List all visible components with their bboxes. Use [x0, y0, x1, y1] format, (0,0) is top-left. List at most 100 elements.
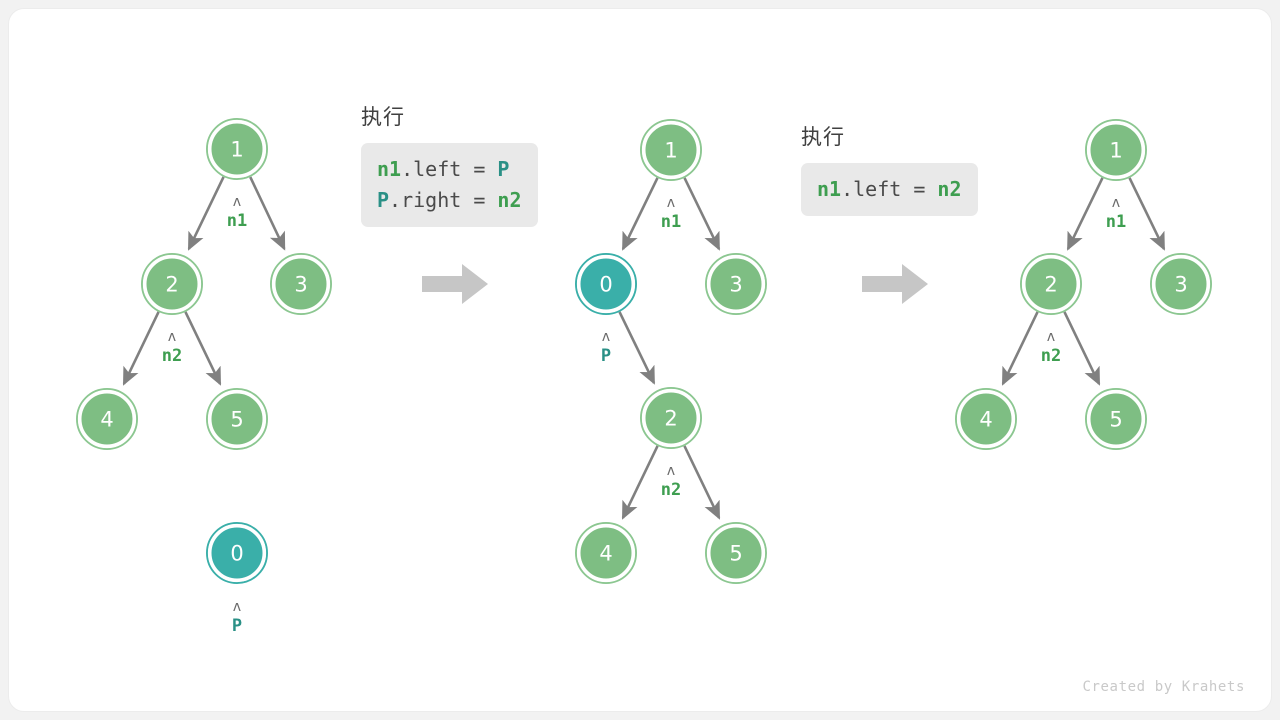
tree-node: 3 — [270, 253, 332, 315]
code-line: n1.left = P — [377, 154, 522, 185]
pointer-label: ʌn2 — [1041, 329, 1061, 366]
node-fill — [1090, 393, 1142, 445]
tree-edge — [249, 176, 286, 251]
pointer-caret-icon: ʌ — [667, 463, 675, 479]
node-gap-ring — [1151, 254, 1211, 314]
tree-node: 2 — [141, 253, 203, 315]
tree-edge — [618, 311, 656, 385]
tree-edge — [1001, 311, 1039, 386]
node-gap-ring — [207, 523, 267, 583]
code-block-step-1: n1.left = P P.right = n2 — [361, 143, 538, 227]
tree-node: 4 — [955, 388, 1017, 450]
code-panel-step-2: 执行 n1.left = n2 — [801, 121, 978, 216]
tree-edge — [621, 177, 659, 251]
node-value: 2 — [1044, 273, 1057, 297]
node-value: 3 — [294, 273, 307, 297]
node-fill — [211, 527, 263, 579]
panel-title-step-2: 执行 — [801, 125, 845, 149]
code-token-plain: .left = — [401, 157, 498, 181]
tree-node: 1 — [206, 118, 268, 180]
node-value: 5 — [1109, 408, 1122, 432]
pointer-name: n1 — [1106, 212, 1126, 232]
node-outer-ring — [705, 522, 767, 584]
tree-node: 1 — [640, 119, 702, 181]
node-gap-ring — [77, 389, 137, 449]
pointer-name: n2 — [661, 480, 681, 500]
pointer-name: P — [601, 346, 611, 366]
pointer-caret-icon: ʌ — [1112, 195, 1120, 211]
node-fill — [81, 393, 133, 445]
node-gap-ring — [1021, 254, 1081, 314]
node-fill — [580, 258, 632, 310]
code-token-plain: .left = — [841, 177, 938, 201]
node-fill — [1090, 124, 1142, 176]
node-gap-ring — [706, 254, 766, 314]
node-gap-ring — [207, 119, 267, 179]
node-fill — [645, 392, 697, 444]
pointer-caret-icon: ʌ — [233, 194, 241, 210]
pointer-caret-icon: ʌ — [602, 329, 610, 345]
node-outer-ring — [1085, 119, 1147, 181]
node-fill — [580, 527, 632, 579]
node-gap-ring — [956, 389, 1016, 449]
node-outer-ring — [76, 388, 138, 450]
tree-node: 5 — [1085, 388, 1147, 450]
tree-edge — [184, 311, 222, 386]
pointer-name: n2 — [1041, 346, 1061, 366]
node-outer-ring — [141, 253, 203, 315]
tree-edges — [618, 177, 721, 520]
node-value: 1 — [1109, 139, 1122, 163]
node-value: 3 — [729, 273, 742, 297]
node-gap-ring — [271, 254, 331, 314]
panel-title-step-1: 执行 — [361, 105, 405, 129]
tree-edge — [1128, 177, 1166, 251]
pointer-label: ʌn1 — [1106, 195, 1126, 232]
pointer-name: n1 — [227, 211, 247, 231]
pointer-caret-icon: ʌ — [168, 329, 176, 345]
node-outer-ring — [206, 388, 268, 450]
tree-node: 0 — [575, 253, 637, 315]
node-value: 3 — [1174, 273, 1187, 297]
tree-node: 2 — [640, 387, 702, 449]
node-fill — [645, 124, 697, 176]
pointer-name: n1 — [661, 212, 681, 232]
node-value: 1 — [230, 138, 243, 162]
pointer-name: n2 — [162, 346, 182, 366]
node-value: 5 — [729, 542, 742, 566]
node-gap-ring — [576, 523, 636, 583]
node-fill — [146, 258, 198, 310]
code-token-var: n1 — [377, 157, 402, 181]
node-fill — [1025, 258, 1077, 310]
code-token-plain: .right = — [389, 188, 498, 212]
node-gap-ring — [576, 254, 636, 314]
node-fill — [710, 258, 762, 310]
code-token-p: P — [377, 188, 390, 212]
tree-edge — [1063, 311, 1101, 386]
tree-node: 5 — [206, 388, 268, 450]
node-gap-ring — [1086, 389, 1146, 449]
tree-edge — [187, 176, 225, 251]
pointer-caret-icon: ʌ — [233, 599, 241, 615]
pointer-label: ʌP — [601, 329, 611, 366]
node-outer-ring — [270, 253, 332, 315]
node-outer-ring — [705, 253, 767, 315]
node-value: 5 — [230, 408, 243, 432]
tree-node: 0 — [206, 522, 268, 584]
tree-edges — [1001, 177, 1166, 386]
tree-edges — [122, 176, 286, 386]
code-token-var: n2 — [937, 177, 962, 201]
node-gap-ring — [142, 254, 202, 314]
tree-edge — [122, 311, 160, 386]
node-value: 4 — [979, 408, 992, 432]
node-gap-ring — [641, 120, 701, 180]
code-token-var: n1 — [817, 177, 842, 201]
code-panel-step-1: 执行 n1.left = P P.right = n2 — [361, 101, 538, 227]
tree-node: 4 — [76, 388, 138, 450]
code-token-var: n2 — [497, 188, 522, 212]
